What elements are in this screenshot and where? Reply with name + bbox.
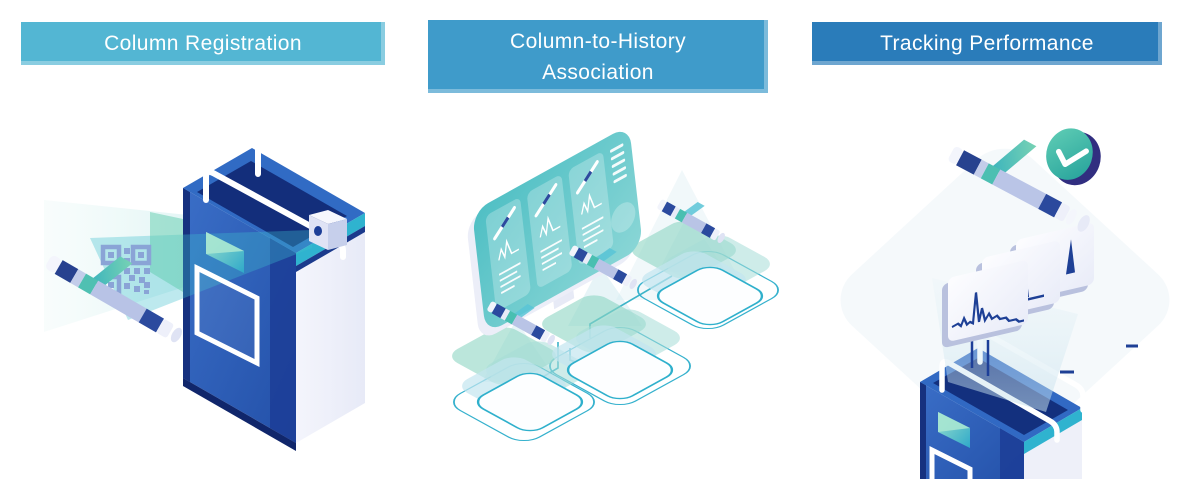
chromatogram-card-front bbox=[942, 260, 1028, 348]
scan-beam-mint bbox=[150, 212, 183, 292]
mini-column-icon-right bbox=[657, 199, 725, 243]
mini-column-icon-left bbox=[487, 301, 555, 345]
front-panel-frame bbox=[194, 263, 260, 368]
panel-header-tracking-performance: Tracking Performance bbox=[812, 22, 1162, 65]
qr-scan-instrument-illustration bbox=[44, 137, 374, 451]
scanner-module-icon bbox=[309, 210, 347, 250]
front-panel-frame bbox=[929, 445, 973, 479]
scan-beam-teal bbox=[90, 230, 312, 320]
menu-lines-icon bbox=[610, 143, 627, 184]
check-badge-icon bbox=[1046, 128, 1101, 186]
panel-title-column-to-history-line1: Column-to-History bbox=[510, 29, 686, 53]
dial-icon bbox=[611, 202, 636, 233]
dashboard-history-stacks-illustration bbox=[444, 131, 779, 442]
chromatogram-check-illustration bbox=[840, 128, 1170, 479]
hplc-column-icon bbox=[46, 255, 183, 343]
panel-header-column-to-history: Column-to-History Association bbox=[428, 20, 768, 93]
panel-header-column-registration: Column Registration bbox=[21, 22, 385, 65]
panel-title-column-to-history-line2: Association bbox=[542, 60, 654, 84]
panel-title-column-registration: Column Registration bbox=[104, 32, 302, 55]
panel-title-tracking-performance: Tracking Performance bbox=[880, 32, 1094, 55]
floating-dashes bbox=[1060, 344, 1138, 374]
screen-icon bbox=[938, 412, 970, 448]
hplc-column-icon bbox=[948, 139, 1090, 232]
dashboard-cards bbox=[485, 153, 614, 310]
handle-icon bbox=[203, 137, 374, 260]
dashboard-monitor-icon bbox=[467, 131, 642, 336]
screen-icon bbox=[206, 232, 244, 273]
mini-column-icon-middle bbox=[569, 245, 637, 289]
history-stack-right bbox=[624, 217, 778, 330]
